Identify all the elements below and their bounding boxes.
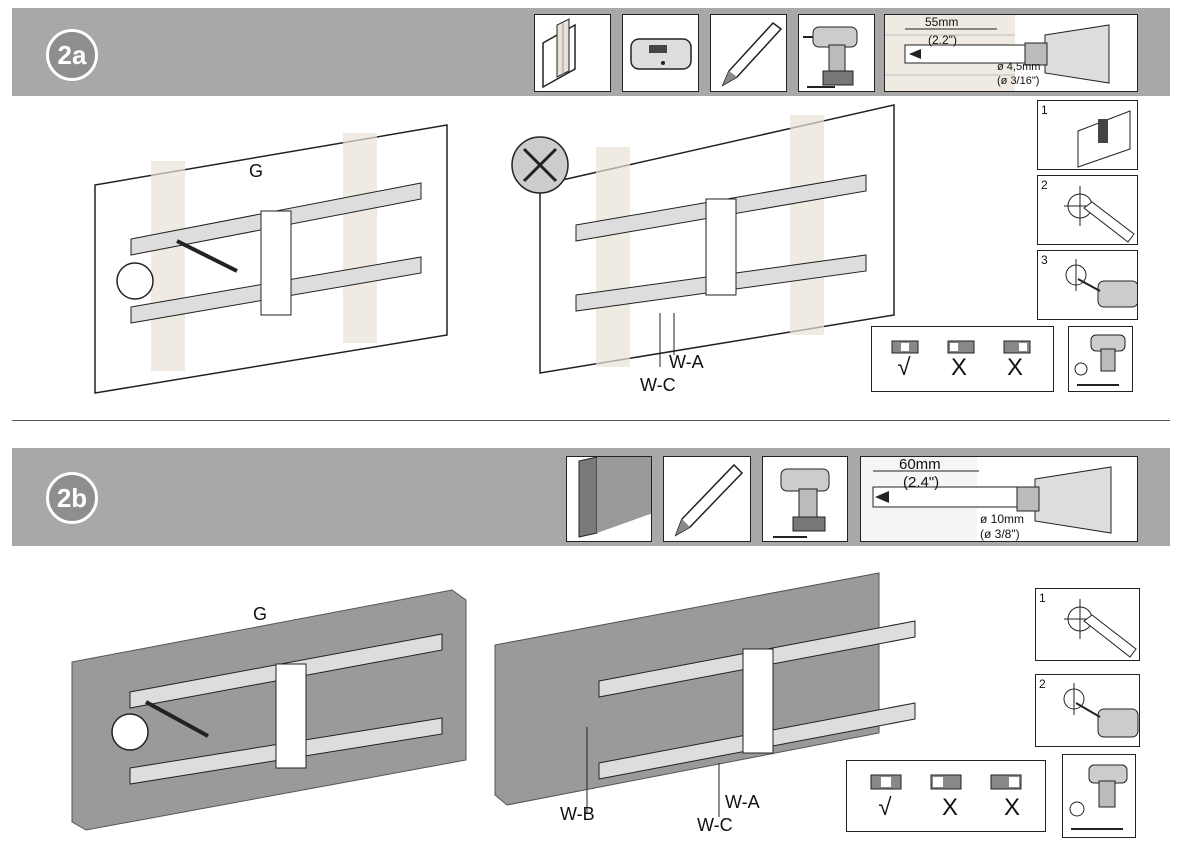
level-ok-mark: √: [897, 354, 911, 381]
step-2b-badge: 2b: [46, 472, 98, 524]
section-divider: [12, 420, 1170, 421]
drill-depth-label: 55mm: [925, 15, 959, 29]
label-wa-2b: W-A: [725, 792, 760, 812]
drill-bit-label-2b: ø 10mm: [980, 512, 1025, 526]
substep-1-number-2b: 1: [1039, 591, 1046, 605]
substep-2-number-2b: 2: [1039, 677, 1046, 691]
substep-2-box: [1037, 175, 1138, 245]
stud-wall-screws-diagram: [511, 104, 895, 374]
label-wb: W-B: [560, 804, 595, 824]
drill-depth-diagram: [884, 14, 1138, 92]
substep-1-number: 1: [1041, 103, 1048, 117]
concrete-wall-mount-diagram: [71, 589, 467, 831]
concrete-wall-screws-diagram: [494, 572, 916, 817]
drill-screwdriver-icon: [1068, 326, 1133, 392]
substep-2-box-2b: [1035, 674, 1140, 747]
label-wa: W-A: [669, 352, 704, 372]
substep-1-box-2b: [1035, 588, 1140, 661]
label-g: G: [249, 161, 264, 181]
drill-depth-inch-label: (2.2"): [928, 33, 957, 47]
drill-depth-label-2b: 60mm: [899, 456, 941, 473]
drill-depth-inch-label-2b: (2.4"): [903, 474, 940, 491]
wood-stud-icon: [534, 14, 611, 92]
drill-icon-2b: [762, 456, 848, 542]
level-ok-mark-2b: √: [878, 794, 892, 821]
step-2a-badge: 2a: [46, 29, 98, 81]
level-bad-mark-2-2b: X: [1003, 794, 1020, 821]
substep-1-box: [1037, 100, 1138, 170]
label-wc: W-C: [640, 375, 676, 395]
drill-bit-label: ø 4,5mm: [997, 61, 1041, 73]
label-wc-2b: W-C: [697, 815, 733, 835]
stud-wall-mount-diagram: [94, 124, 448, 394]
drill-icon: [798, 14, 875, 92]
pencil-icon-2b: [663, 456, 751, 542]
level-bad-mark-2: X: [1006, 354, 1023, 381]
level-bad-mark-1: X: [950, 354, 967, 381]
label-g-2b: G: [253, 604, 268, 624]
level-check-box-2b: [846, 760, 1046, 832]
pencil-icon: [710, 14, 787, 92]
substep-3-number: 3: [1041, 253, 1048, 267]
level-check-box: [871, 326, 1054, 392]
substep-3-box: [1037, 250, 1138, 320]
drill-screwdriver-icon-2b: [1062, 754, 1136, 838]
level-bad-mark-1-2b: X: [941, 794, 958, 821]
drill-depth-diagram-2b: [860, 456, 1138, 542]
stud-finder-icon: [622, 14, 699, 92]
drill-bit-inch-label: (ø 3/16"): [997, 75, 1040, 87]
substep-2-number: 2: [1041, 178, 1048, 192]
concrete-wall-icon: [566, 456, 652, 542]
drill-bit-inch-label-2b: (ø 3/8"): [980, 527, 1020, 541]
